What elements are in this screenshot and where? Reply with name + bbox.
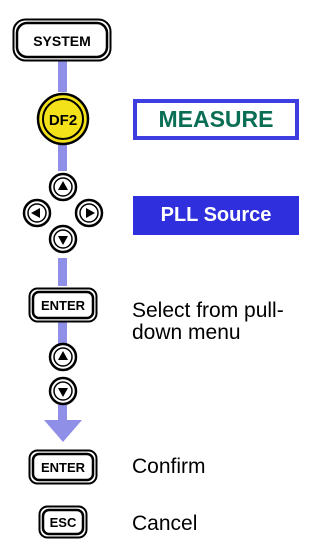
measure-text: MEASURE xyxy=(158,106,274,132)
flow-arrow-down-icon xyxy=(44,420,82,442)
enter-key[interactable]: ENTER xyxy=(28,449,98,485)
esc-key-label: ESC xyxy=(50,515,77,530)
arrow-down-key[interactable] xyxy=(48,376,78,406)
arrow-right-icon xyxy=(86,208,95,218)
select-instruction-line-1: Select from pull- xyxy=(132,299,284,322)
pll-source-label: PLL Source xyxy=(133,196,299,235)
measure-screen-label: MEASURE xyxy=(133,99,299,140)
enter-key[interactable]: ENTER xyxy=(28,287,98,323)
select-instruction-line-2: down menu xyxy=(132,321,241,344)
confirm-label: Confirm xyxy=(132,455,206,478)
arrow-down-icon xyxy=(58,388,68,397)
connector-line xyxy=(58,405,67,422)
enter-key-label: ENTER xyxy=(41,460,86,475)
df2-key[interactable]: DF2 xyxy=(36,92,90,146)
arrow-down-icon xyxy=(58,236,68,245)
enter-key-label: ENTER xyxy=(41,298,86,313)
system-key[interactable]: SYSTEM xyxy=(12,18,112,62)
arrow-left-key[interactable] xyxy=(22,198,52,228)
select-instruction: Select from pull- down menu xyxy=(132,300,284,344)
arrow-up-icon xyxy=(58,181,68,190)
arrow-down-key[interactable] xyxy=(48,224,78,254)
connector-line xyxy=(58,145,67,171)
connector-line xyxy=(58,258,67,286)
arrow-up-key[interactable] xyxy=(48,172,78,202)
connector-line xyxy=(58,322,67,344)
connector-line xyxy=(58,58,67,92)
df2-key-label: DF2 xyxy=(49,112,77,129)
esc-key[interactable]: ESC xyxy=(38,505,88,539)
system-key-label: SYSTEM xyxy=(33,33,91,49)
arrow-left-icon xyxy=(31,208,40,218)
arrow-right-key[interactable] xyxy=(74,198,104,228)
arrow-up-icon xyxy=(58,351,68,360)
arrow-up-key[interactable] xyxy=(48,342,78,372)
pll-source-text: PLL Source xyxy=(160,204,272,226)
cancel-label: Cancel xyxy=(132,512,198,535)
